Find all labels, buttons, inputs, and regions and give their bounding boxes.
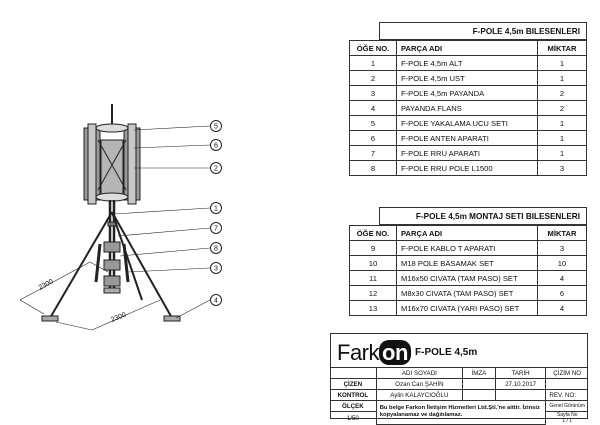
callout-label: 6 [214,143,218,150]
ownership-notice: Bu belge Farkon İletişim Hizmetleri Ltd.… [375,400,547,425]
rev-no-label: REV. NO: [545,389,588,401]
parts-table-section: F-POLE 4,5m BILESENLERI ÖĞE NO. PARÇA AD… [349,22,587,176]
checked-by-name: Aylin KALAYCIOĞLU [375,389,464,401]
scale-value: 1/50 [330,411,377,424]
col-header-qty: MİKTAR [537,225,587,241]
callout-label: 4 [214,298,218,305]
row-label-drawn: ÇİZEN [330,378,377,390]
logo-text-right: on [379,340,411,365]
sheet-number: Sayfa No 1 / 1 [545,411,588,424]
col-header-part-name: PARÇA ADI [396,40,538,56]
dimension-label: 2300 [110,311,127,323]
sheet-value: 1 / 1 [562,418,573,424]
callout-circles [210,120,222,306]
dimension-lines [19,261,161,331]
parts-table-title: F-POLE 4,5m BILESENLERI [379,22,587,40]
drawn-by-name: Ozan Can ŞAHİN [375,378,464,390]
col-header-item-no: ÖĞE NO. [349,225,397,241]
callout-label: 2 [214,166,218,173]
leader-lines [113,125,211,319]
mounting-table-section: F-POLE 4,5m MONTAJ SETI BILESENLERI ÖĞE … [349,207,587,316]
sheet-sub-label: Sayfa No [556,412,578,418]
title-block-grid: ADI SOYADI İMZA TARİH ÇİZİM NO ÇİZEN Oza… [330,367,588,425]
col-header-signature: İMZA [462,367,496,379]
col-header-drawing-no: ÇİZİM NO [545,367,588,379]
drawn-date: 27.10.2017 [494,378,547,390]
callout-label: 3 [214,266,218,273]
antenna-panels [83,104,141,205]
scale-label: ÖLÇEK [330,400,377,412]
col-header-qty: MİKTAR [537,40,587,56]
assembly-drawing: 5 6 2 1 7 8 3 4 2300 2300 [19,104,222,331]
callout-label: 8 [214,246,218,253]
col-header-item-no: ÖĞE NO. [349,40,397,56]
tripod-legs [41,211,181,322]
callout-label: 7 [214,226,218,233]
dimension-label: 2300 [38,278,55,292]
row-label-checked: KONTROL [330,389,377,401]
col-header-part-name: PARÇA ADI [396,225,538,241]
col-header-date: TARİH [494,367,547,379]
col-header-name: ADI SOYADI [375,367,464,379]
mounting-table-title: F-POLE 4,5m MONTAJ SETI BILESENLERI [379,207,587,225]
logo-text-left: Fark [337,340,380,365]
callout-label: 5 [214,124,218,131]
callout-label: 1 [214,206,218,213]
sheet-label: Genel Görünüm [545,400,588,412]
product-title: F-POLE 4,5m [415,347,478,358]
